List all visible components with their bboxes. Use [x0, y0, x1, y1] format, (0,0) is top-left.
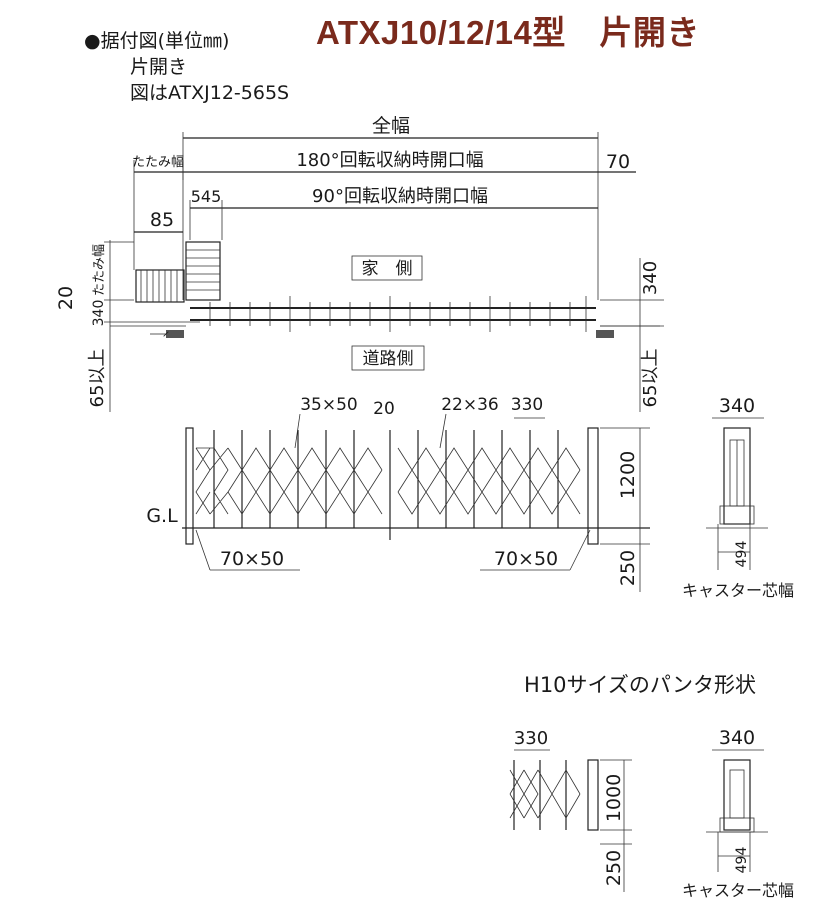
open-180-label: 180°回転収納時開口幅 — [296, 150, 483, 171]
h10-elevation: 330 1000 250 — [509, 728, 632, 892]
front-elevation: 35×50 20 22×36 330 G.L 1200 250 — [146, 395, 650, 592]
side-494-label: 494 — [734, 541, 750, 568]
dim-85-label: 85 — [150, 209, 174, 231]
side-view: 340 494 キャスター芯幅 — [682, 395, 794, 600]
open-90-label: 90°回転収納時開口幅 — [312, 186, 488, 207]
post-70x50-left-label: 70×50 — [220, 548, 284, 570]
house-side-label: 家 側 — [362, 259, 413, 279]
install-diagram-heading: ●据付図(単位㎜) — [84, 30, 230, 52]
plan-view: 全幅 たたみ幅 180°回転収納時開口幅 70 545 90°回転収納時開口幅 … — [55, 115, 664, 412]
road-side-label: 道路側 — [363, 349, 414, 369]
h10-1000-label: 1000 — [603, 774, 625, 822]
fold-width-vertical-label: たたみ幅 — [92, 244, 107, 296]
opening-type-label: 片開き — [130, 56, 188, 78]
dim-545-label: 545 — [191, 187, 222, 206]
dim-65-left-label: 65以上 — [87, 349, 108, 408]
main-title: ATXJ10/12/14型 片開き — [316, 14, 700, 51]
dim-65-right-label: 65以上 — [640, 349, 661, 408]
height-250-label: 250 — [617, 550, 639, 586]
caster-width-label: キャスター芯幅 — [682, 581, 794, 600]
h10-250-label: 250 — [603, 850, 625, 886]
dim-20-elevation-label: 20 — [373, 399, 395, 419]
ground-level-label: G.L — [146, 505, 178, 527]
dim-340-right-label: 340 — [640, 261, 661, 295]
dim-340-left-label: 340 — [91, 300, 107, 327]
h10-side-view: 340 494 キャスター芯幅 — [682, 727, 794, 900]
h10-494-label: 494 — [734, 847, 750, 874]
h10-side-340-label: 340 — [719, 727, 755, 749]
total-width-label: 全幅 — [372, 115, 410, 137]
post-70x50-right-label: 70×50 — [494, 548, 558, 570]
h10-330-label: 330 — [514, 728, 548, 749]
figure-model-label: 図はATXJ12-565S — [130, 82, 290, 104]
height-1200-label: 1200 — [617, 451, 639, 499]
h10-title: H10サイズのパンタ形状 — [524, 673, 756, 697]
dim-20-label: 20 — [55, 286, 77, 310]
dim-35x50-label: 35×50 — [300, 395, 358, 415]
fold-width-label: たたみ幅 — [132, 155, 184, 170]
dim-70-label: 70 — [606, 151, 630, 173]
dim-330-label: 330 — [511, 395, 543, 415]
side-width-340-label: 340 — [719, 395, 755, 417]
h10-caster-width-label: キャスター芯幅 — [682, 881, 794, 900]
dim-22x36-label: 22×36 — [441, 395, 499, 415]
